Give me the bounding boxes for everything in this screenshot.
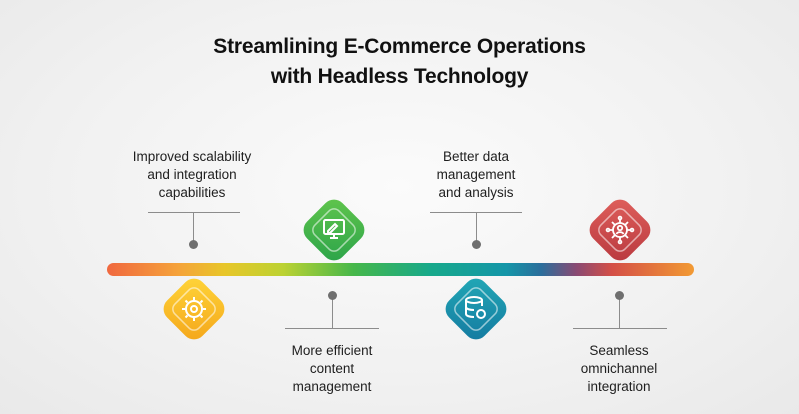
network-user-icon xyxy=(605,215,635,245)
milestone-2-label: More efficient content management xyxy=(291,343,373,394)
gear-badge xyxy=(157,272,231,346)
milestone-4-dot xyxy=(615,291,624,300)
milestone-2-dot xyxy=(328,291,337,300)
milestone-1-underline xyxy=(148,212,240,213)
milestone-2-underline xyxy=(285,328,379,329)
title-line-1: Streamlining E-Commerce Operations xyxy=(213,35,586,58)
network-badge xyxy=(583,193,657,267)
milestone-4-underline xyxy=(573,328,667,329)
milestone-3-connector xyxy=(476,212,477,242)
monitor-badge xyxy=(297,193,371,267)
database-badge xyxy=(439,272,513,346)
title-line-2: with Headless Technology xyxy=(270,65,529,88)
milestone-4-label: Seamless omnichannel integration xyxy=(580,343,658,394)
milestone-3-dot xyxy=(472,240,481,249)
database-gear-icon xyxy=(465,296,486,319)
milestone-1-label: Improved scalability and integration cap… xyxy=(132,149,252,200)
milestone-3-label: Better data management and analysis xyxy=(436,149,516,200)
milestone-4-connector xyxy=(619,296,620,328)
milestone-2-connector xyxy=(332,296,333,328)
timeline-bar xyxy=(107,263,694,276)
gear-icon xyxy=(182,297,206,321)
monitor-edit-icon xyxy=(323,219,345,239)
milestone-1-dot xyxy=(189,240,198,249)
page-title: Streamlining E-Commerce Operations with … xyxy=(0,32,799,92)
milestone-1-connector xyxy=(193,212,194,242)
